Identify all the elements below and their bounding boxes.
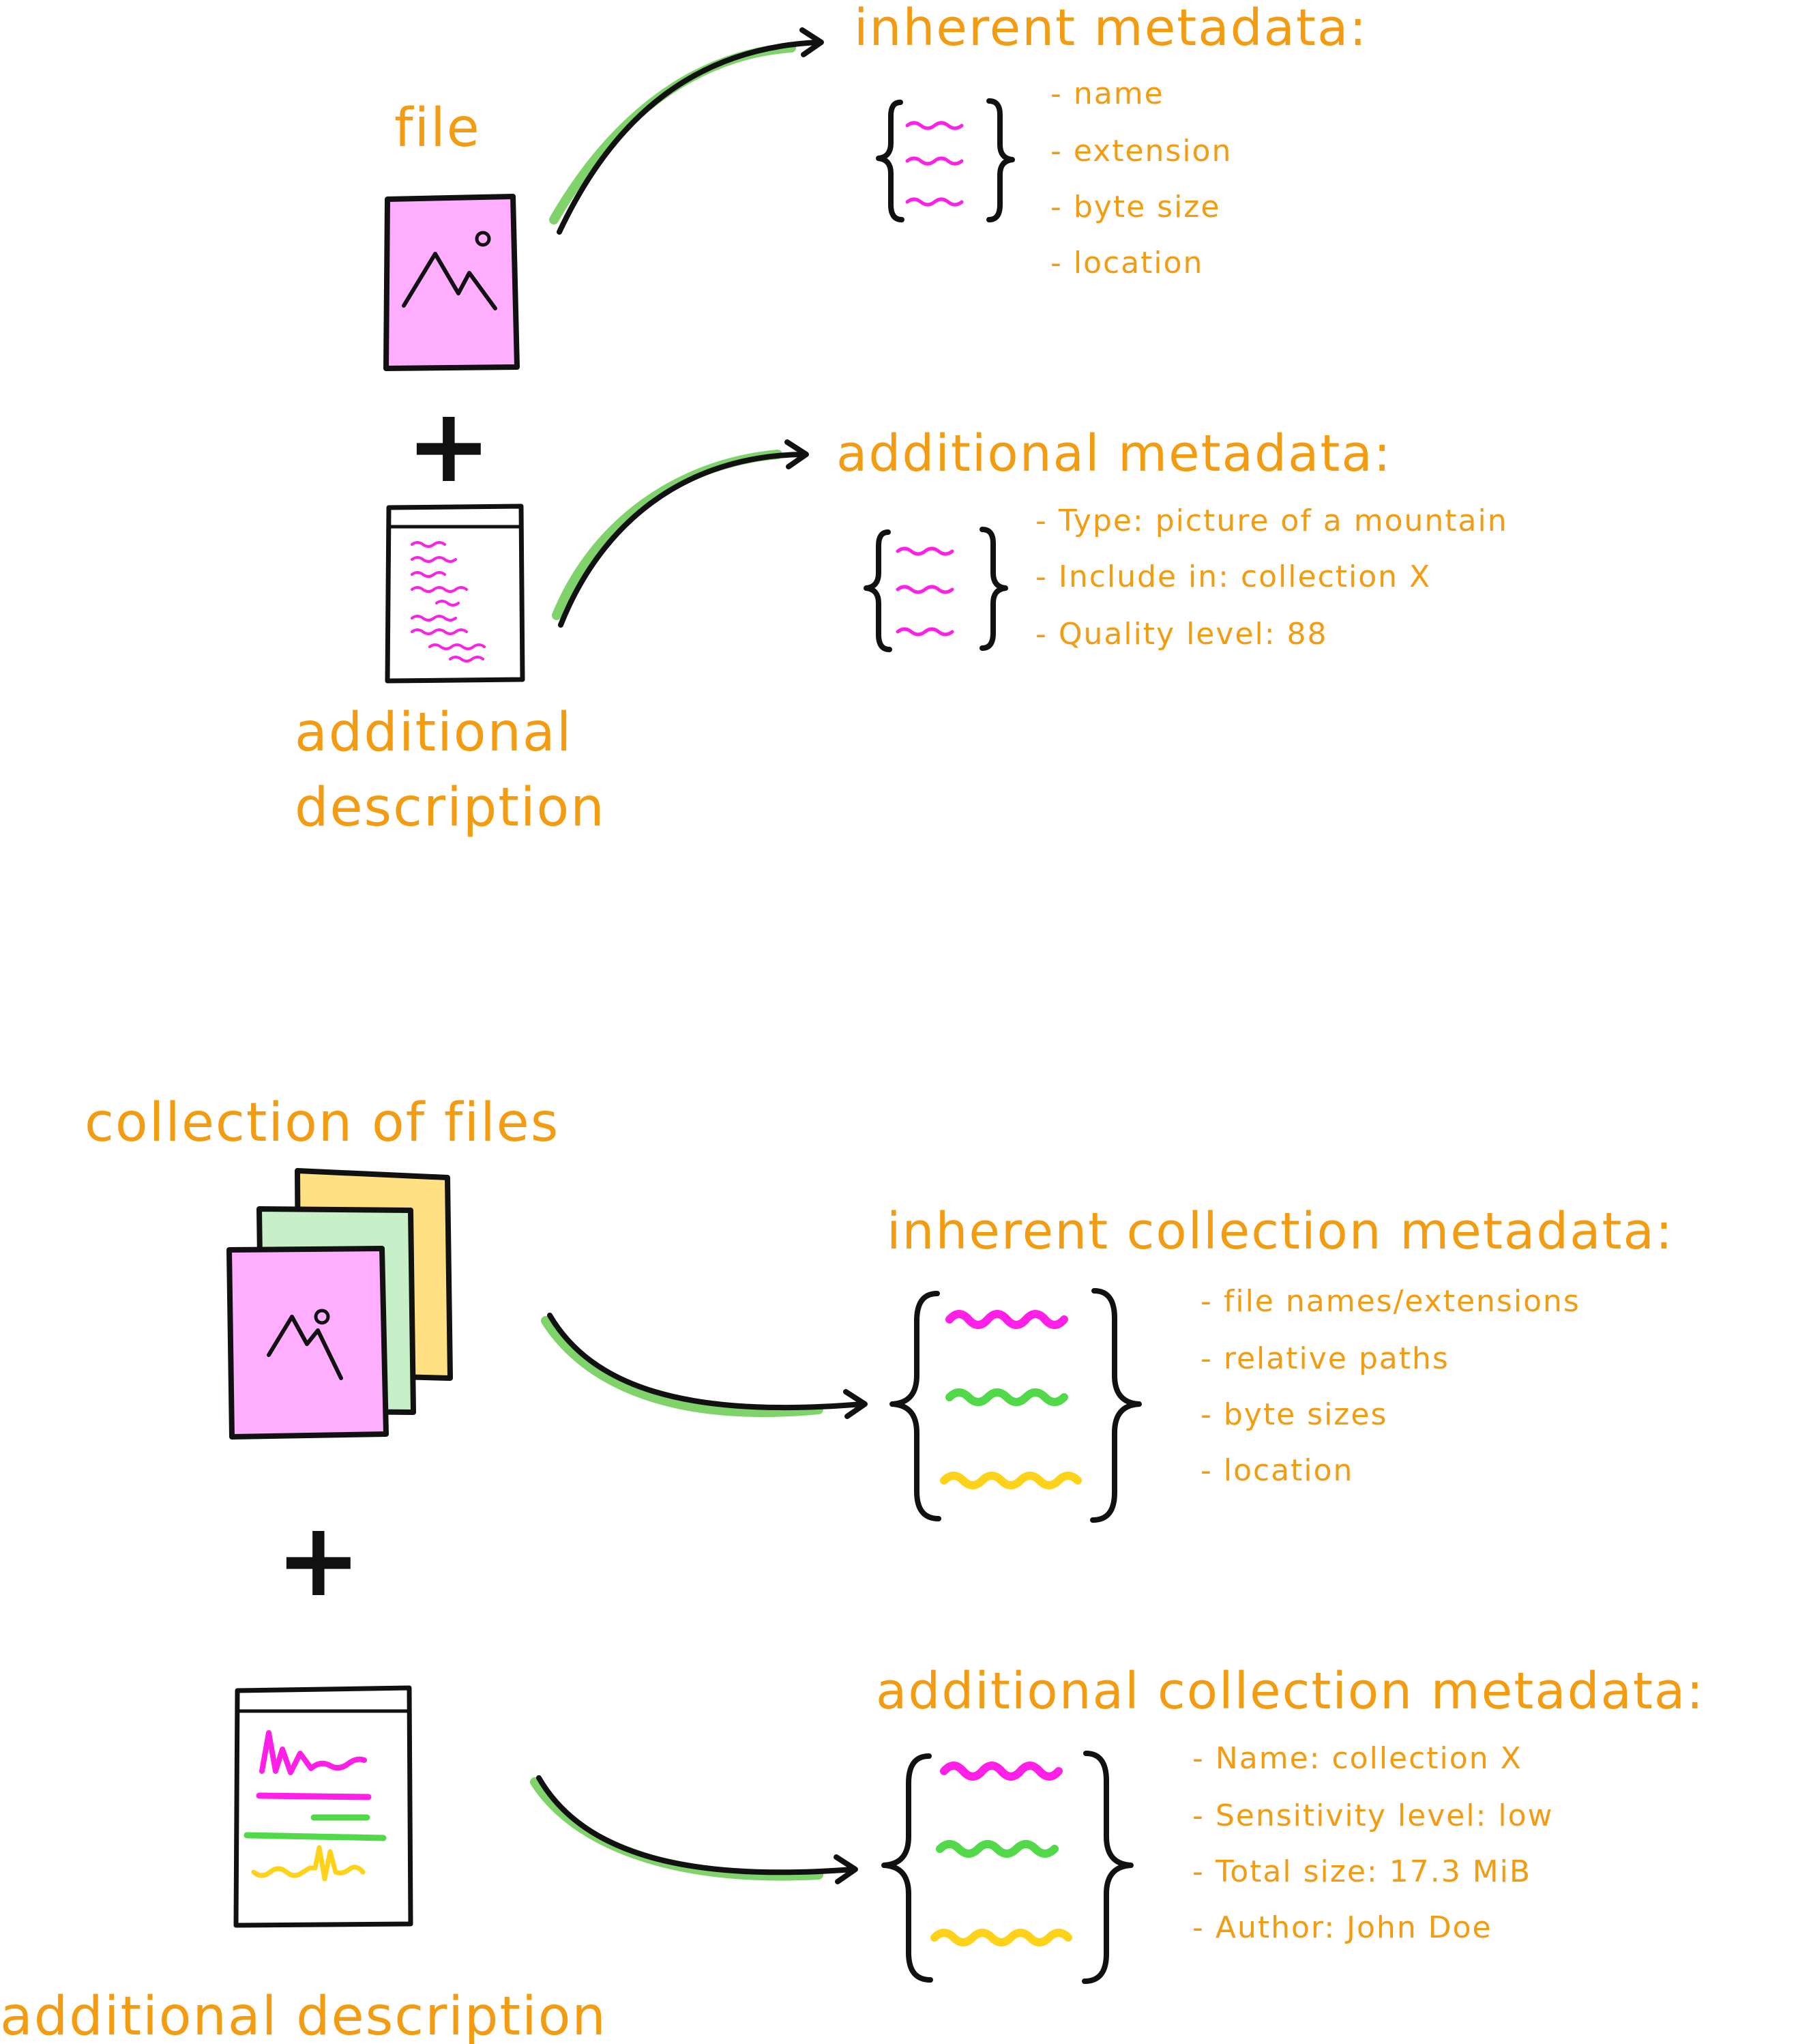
inherent-collection-braces-icon bbox=[889, 1288, 1142, 1523]
arrow-collection-description-to-additional bbox=[530, 1775, 858, 1884]
additional-collection-item-sensitivity: - Sensitivity level: low bbox=[1192, 1798, 1554, 1833]
collection-files-stack-icon bbox=[226, 1168, 453, 1440]
additional-collection-metadata-title: additional collection metadata: bbox=[876, 1662, 1705, 1721]
additional-metadata-braces-icon bbox=[864, 527, 1008, 652]
plus-sign-2: + bbox=[276, 1501, 362, 1620]
inherent-collection-item-byte-sizes: - byte sizes bbox=[1201, 1397, 1387, 1432]
additional-collection-item-total-size: - Total size: 17.3 MiB bbox=[1192, 1854, 1531, 1889]
collection-description-document-icon bbox=[233, 1685, 413, 1928]
description-document-icon bbox=[385, 503, 525, 684]
inherent-item-extension: - extension bbox=[1050, 134, 1232, 169]
inherent-collection-item-location: - location bbox=[1201, 1453, 1353, 1488]
additional-description-label-collection: additional description bbox=[0, 1986, 607, 2044]
additional-item-include-in: - Include in: collection X bbox=[1035, 559, 1431, 594]
additional-metadata-title: additional metadata: bbox=[836, 424, 1392, 483]
file-image-icon bbox=[383, 194, 520, 371]
file-label: file bbox=[394, 98, 481, 159]
additional-item-quality-level: - Quality level: 88 bbox=[1035, 617, 1328, 652]
additional-item-type: - Type: picture of a mountain bbox=[1035, 503, 1508, 538]
arrow-collection-to-inherent bbox=[541, 1313, 868, 1419]
arrow-description-to-additional bbox=[552, 439, 809, 628]
additional-collection-item-name: - Name: collection X bbox=[1192, 1741, 1522, 1776]
inherent-collection-item-relative-paths: - relative paths bbox=[1201, 1341, 1449, 1376]
inherent-collection-item-file-names: - file names/extensions bbox=[1201, 1284, 1580, 1319]
inherent-item-byte-size: - byte size bbox=[1050, 190, 1220, 224]
arrow-file-to-inherent bbox=[549, 27, 824, 235]
collection-of-files-label: collection of files bbox=[85, 1092, 559, 1154]
inherent-item-location: - location bbox=[1050, 246, 1203, 280]
additional-description-label-line2: description bbox=[295, 777, 606, 838]
plus-sign-1: + bbox=[406, 387, 492, 506]
additional-collection-item-author: - Author: John Doe bbox=[1192, 1910, 1492, 1945]
inherent-metadata-braces-icon bbox=[876, 98, 1015, 222]
inherent-item-name: - name bbox=[1050, 76, 1164, 111]
additional-description-label-line1: additional bbox=[295, 702, 572, 763]
additional-collection-braces-icon bbox=[881, 1751, 1134, 1984]
inherent-metadata-title: inherent metadata: bbox=[854, 0, 1368, 57]
inherent-collection-metadata-title: inherent collection metadata: bbox=[887, 1202, 1674, 1261]
